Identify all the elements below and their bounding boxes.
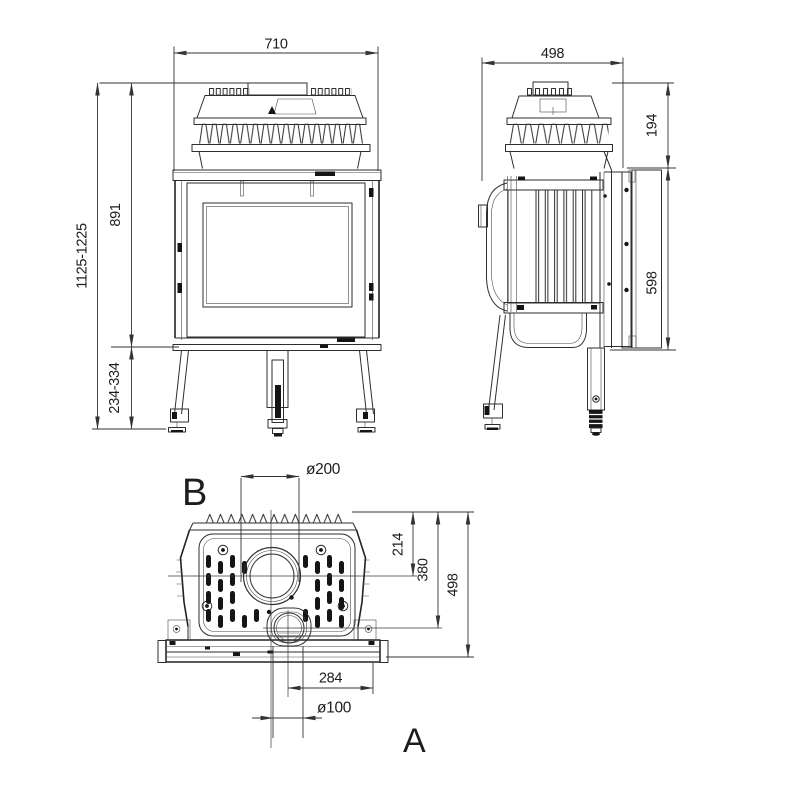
top-view <box>157 513 389 663</box>
side-view <box>478 81 662 436</box>
front-door-latch-pin-left <box>240 180 244 197</box>
front-left-latch-b <box>177 283 182 293</box>
top-bar-endcap-right <box>379 640 389 663</box>
dim-label-intake-from-back: 380 <box>416 558 432 582</box>
side-top-housing <box>511 95 600 119</box>
side-door-bulge <box>486 182 508 312</box>
front-leg-right <box>359 350 374 415</box>
dim-label-intake-diameter: ø100 <box>317 700 352 717</box>
side-bottom-pan <box>509 313 587 348</box>
top-bracket-left <box>167 619 191 641</box>
side-bottom-plate <box>503 302 604 314</box>
top-rear-band <box>189 522 357 531</box>
top-bar-endcap-left <box>157 640 167 663</box>
dim-top-intake: ø100 <box>252 646 352 738</box>
front-top-castellations-left <box>209 88 250 96</box>
top-cast-panel <box>198 533 356 637</box>
side-bolt-top-rear <box>590 176 597 181</box>
dim-front-width: 710 <box>173 37 379 171</box>
front-fin-band <box>199 123 363 145</box>
dim-front-heights: 1125-1225 891 234-334 <box>75 82 249 430</box>
front-leg-left <box>174 350 189 415</box>
front-door-handle <box>337 337 355 342</box>
top-right-edge <box>355 529 367 627</box>
section-label-a: A <box>403 722 426 760</box>
dim-side-depth: 498 <box>481 46 624 181</box>
front-top-latch-mark <box>268 106 276 114</box>
front-door-frame <box>186 182 366 338</box>
front-view <box>168 82 382 437</box>
side-door-tab <box>478 204 488 228</box>
front-top-inner-panel <box>273 98 317 115</box>
front-leg-center-adjuster <box>275 385 281 418</box>
side-convector-top <box>505 81 613 171</box>
dim-top-depths: 214 380 498 <box>352 511 474 658</box>
dimensions: 710 1125-1225 891 234-334 498 194 598 <box>75 37 676 760</box>
front-hinge-upper <box>369 188 374 197</box>
front-top-latch-bar <box>315 171 335 176</box>
side-top-skirt <box>509 151 612 171</box>
top-bracket-right <box>353 619 377 641</box>
dim-label-front-width: 710 <box>264 37 288 53</box>
top-centerlines <box>168 510 442 748</box>
top-left-edge <box>179 529 191 627</box>
dim-top-flue: ø200 <box>240 461 341 582</box>
dim-label-side-body-height: 598 <box>645 271 661 295</box>
side-bolt-top-front <box>518 176 525 181</box>
dim-label-flue-from-back: 214 <box>391 533 407 557</box>
front-body <box>172 169 382 351</box>
dim-label-front-leg-height: 234-334 <box>107 362 123 413</box>
top-vent-slots <box>206 555 344 628</box>
dim-label-side-depth: 498 <box>541 46 565 62</box>
front-top-housing <box>196 95 364 119</box>
side-ribs <box>535 190 593 302</box>
front-door-latch-pin-right <box>310 180 314 197</box>
side-fin-rail-bottom <box>505 144 613 152</box>
front-legs <box>168 350 376 437</box>
side-fin-band <box>509 123 609 145</box>
front-hinge-lower-a <box>369 283 374 291</box>
dim-label-side-top-height: 194 <box>645 114 661 138</box>
side-leg-front <box>488 314 506 411</box>
dim-label-flue-diameter: ø200 <box>306 461 341 478</box>
front-convector-top <box>191 82 371 169</box>
side-legs <box>483 314 605 436</box>
top-rear-teeth <box>206 513 345 523</box>
side-rear-panel <box>631 169 662 349</box>
front-body-sides <box>174 180 380 338</box>
side-top-castellations <box>527 88 574 96</box>
front-top-castellations-right <box>311 88 352 96</box>
dim-label-top-depth: 498 <box>446 573 462 597</box>
front-fin-rail-bottom <box>191 144 371 152</box>
dim-side-heights: 194 598 <box>610 82 676 351</box>
side-mount-flange <box>621 171 632 349</box>
front-door-glass <box>202 202 353 308</box>
dim-label-intake-offset: 284 <box>319 671 343 687</box>
dim-label-front-total-height: 1125-1225 <box>75 223 91 289</box>
dim-label-front-body-height: 891 <box>108 203 124 227</box>
dim-top-284: 284 <box>287 663 374 694</box>
front-top-skirt <box>198 151 362 169</box>
front-lintel <box>172 169 382 181</box>
section-label-b: B <box>182 472 207 514</box>
front-hinge-lower-b <box>369 293 374 301</box>
side-body <box>478 169 662 349</box>
side-door-panel <box>507 176 517 312</box>
front-left-latch-a <box>177 243 182 252</box>
